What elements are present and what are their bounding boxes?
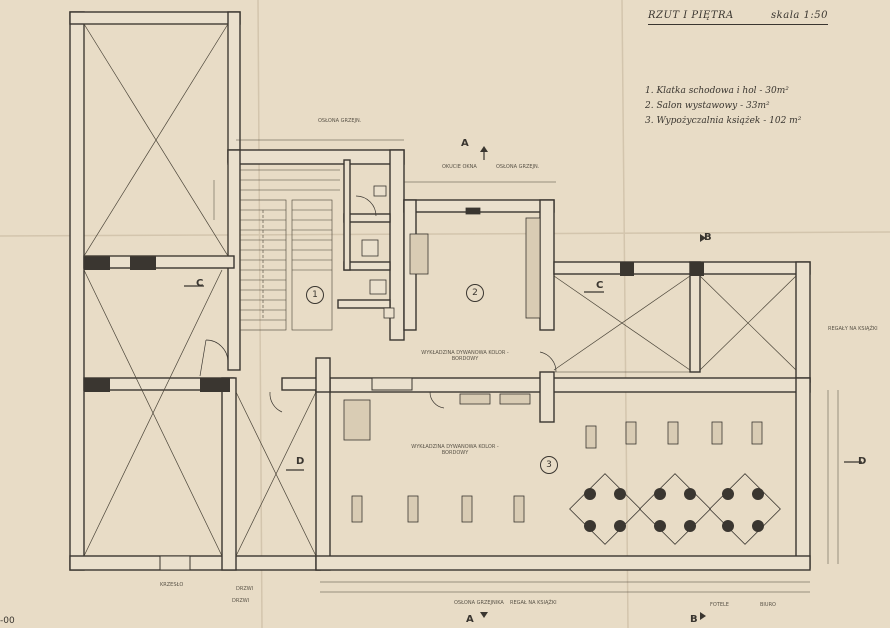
section-c-right: C — [596, 280, 604, 291]
note-shelves: REGAŁY NA KSIĄŻKI — [828, 326, 878, 332]
sheet-title: RZUT I PIĘTRA — [648, 10, 734, 21]
title-underline — [648, 24, 828, 25]
legend-item: 3. Wypożyczalnia książek - 102 m² — [645, 116, 802, 126]
note-door-2: DRZWI — [232, 598, 250, 604]
floor-note-library: WYKŁADZINA DYWANOWA KOLOR - BORDOWY — [411, 444, 499, 456]
walls — [69, 11, 811, 571]
section-b-bottom: B — [690, 614, 698, 625]
sheet-corner-text: -00 — [0, 616, 15, 626]
room-number-1: 1 — [306, 286, 324, 304]
section-d-left: D — [296, 456, 305, 467]
note-radiator-top: OSŁONA GRZEJN. — [496, 164, 540, 170]
title-block: RZUT I PIĘTRA skala 1:50 — [648, 10, 828, 25]
section-c-left: C — [196, 278, 204, 289]
section-b-top: B — [704, 232, 712, 243]
sheet-title-row: RZUT I PIĘTRA skala 1:50 — [648, 10, 828, 21]
door-swings — [199, 195, 557, 413]
legend-item: 1. Klatka schodowa i hol - 30m² — [645, 86, 789, 96]
armchairs — [584, 488, 764, 532]
note-chair: KRZESŁO — [160, 582, 184, 588]
sanitary-fixtures — [361, 185, 395, 319]
note-window: OKUCIE OKNA — [442, 164, 477, 170]
sheet-scale: skala 1:50 — [771, 10, 828, 21]
salon-furniture — [409, 207, 541, 405]
section-a-top: A — [461, 138, 469, 149]
floor-note-salon: WYKŁADZINA DYWANOWA KOLOR - BORDOWY — [421, 350, 509, 362]
note-door-1: DRZWI — [236, 586, 254, 592]
dimension-lines — [213, 139, 839, 593]
room-legend: 1. Klatka schodowa i hol - 30m² 2. Salon… — [645, 84, 801, 129]
legend-item: 2. Salon wystawowy - 33m² — [645, 101, 770, 111]
staircase — [239, 169, 340, 331]
section-ticks — [184, 148, 862, 471]
note-desk: BIURO — [760, 602, 776, 608]
library-furniture — [343, 399, 781, 545]
section-d-right: D — [858, 456, 867, 467]
note-radiator-left: OSŁONA GRZEJN. — [318, 118, 362, 124]
void-crosses — [83, 23, 797, 557]
room-number-3: 3 — [540, 456, 558, 474]
note-radiator-bottom: OSŁONA GRZEJNIKA — [454, 600, 504, 606]
note-bookshelf-bottom: REGAŁ NA KSIĄŻKI — [510, 600, 557, 606]
section-a-bottom: A — [466, 614, 474, 625]
room-number-2: 2 — [466, 284, 484, 302]
pilasters — [84, 256, 704, 571]
note-armchairs: FOTELE — [710, 602, 729, 608]
